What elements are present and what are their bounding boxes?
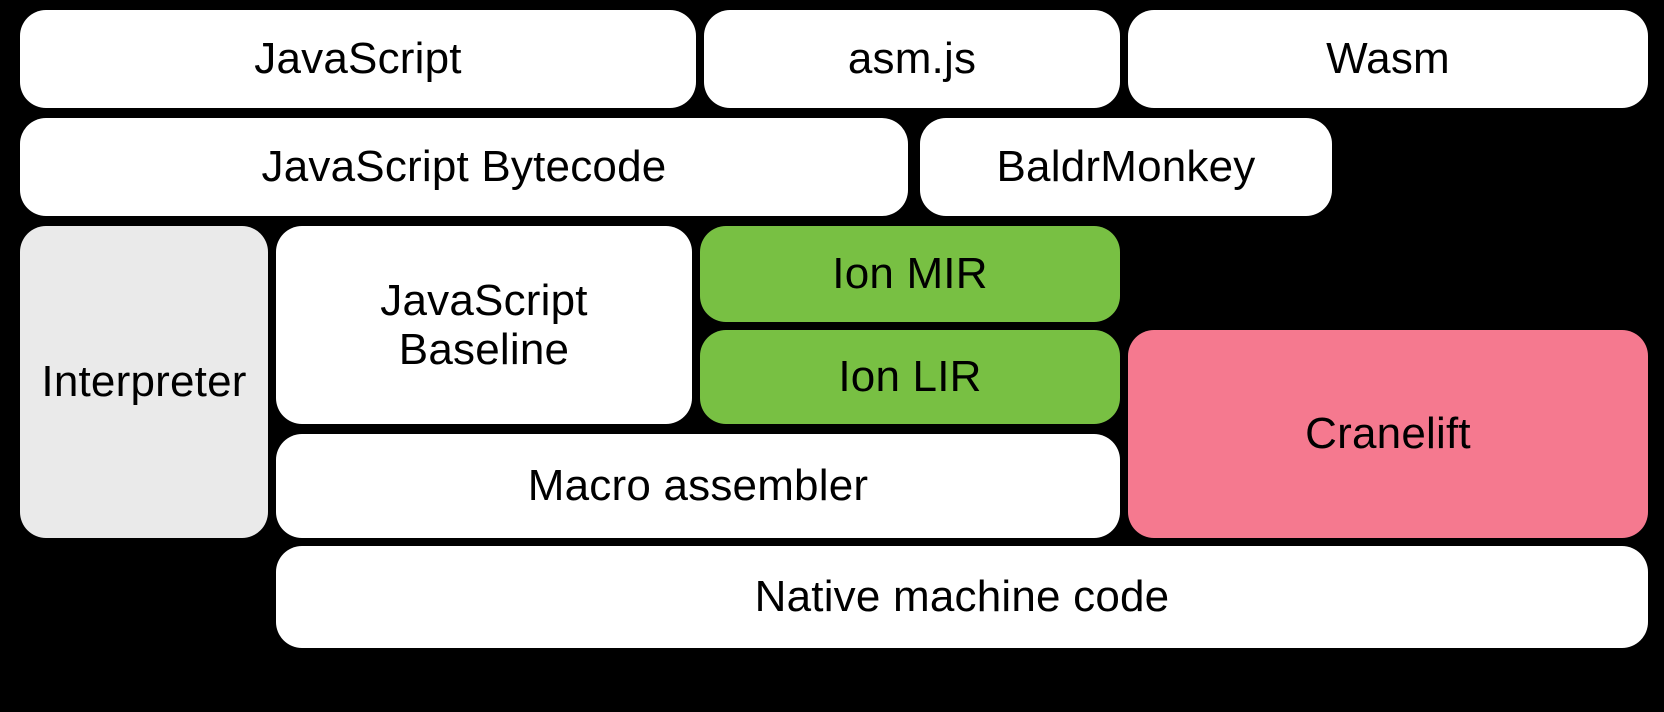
- node-label: asm.js: [847, 34, 977, 84]
- node-javascript: JavaScript: [20, 10, 696, 108]
- node-label: Native machine code: [754, 572, 1170, 622]
- node-wasm: Wasm: [1128, 10, 1648, 108]
- node-label: Macro assembler: [527, 461, 869, 511]
- node-label: JavaScript Bytecode: [261, 142, 667, 192]
- node-cranelift: Cranelift: [1128, 330, 1648, 538]
- node-baldrmonkey: BaldrMonkey: [920, 118, 1332, 216]
- node-label: JavaScript: [254, 34, 462, 84]
- node-javascript-bytecode: JavaScript Bytecode: [20, 118, 908, 216]
- node-ion-lir: Ion LIR: [700, 330, 1120, 424]
- node-label: Ion MIR: [832, 249, 988, 299]
- node-label: Wasm: [1326, 34, 1450, 84]
- node-ion-mir: Ion MIR: [700, 226, 1120, 322]
- node-native-machine-code: Native machine code: [276, 546, 1648, 648]
- node-macro-assembler: Macro assembler: [276, 434, 1120, 538]
- node-label: Ion LIR: [838, 352, 982, 402]
- node-label: Cranelift: [1305, 409, 1471, 459]
- node-label: BaldrMonkey: [996, 142, 1256, 192]
- node-asm-js: asm.js: [704, 10, 1120, 108]
- node-label: Interpreter: [41, 357, 247, 407]
- node-label: JavaScript Baseline: [380, 275, 588, 374]
- node-javascript-baseline: JavaScript Baseline: [276, 226, 692, 424]
- node-interpreter: Interpreter: [20, 226, 268, 538]
